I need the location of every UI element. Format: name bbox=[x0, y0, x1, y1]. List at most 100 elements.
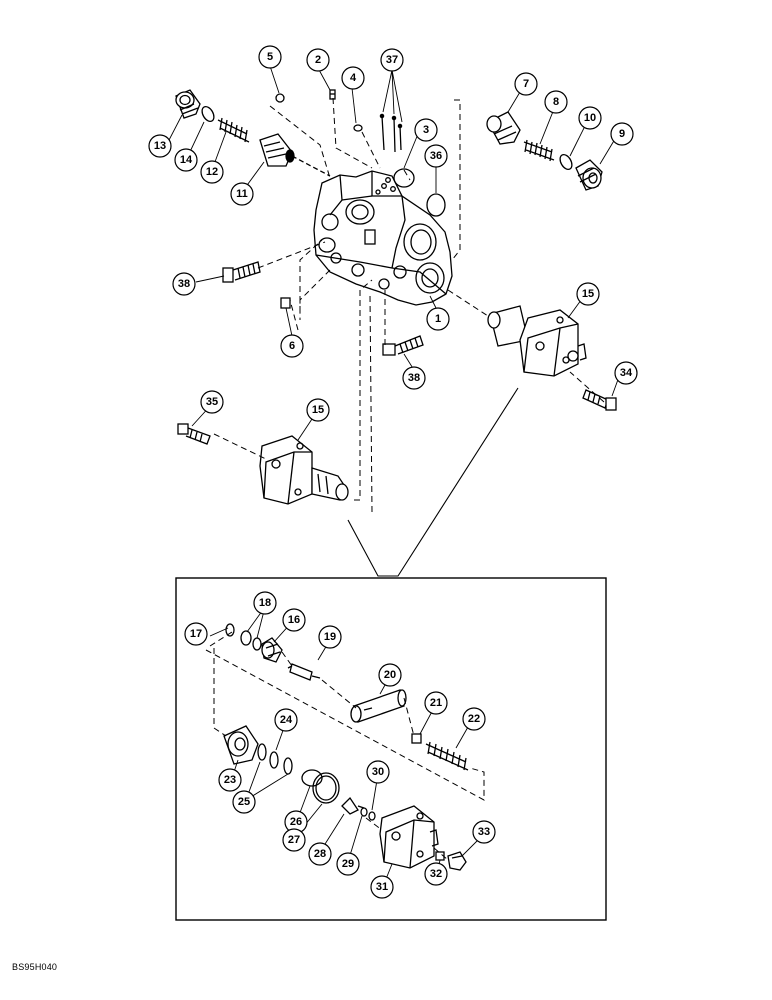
callout-numbers: 1 2 3 4 5 6 7 8 9 10 11 12 13 14 15 15 1… bbox=[154, 51, 633, 893]
callout-28 bbox=[308, 842, 332, 866]
callout-number-33: 33 bbox=[478, 826, 490, 838]
callout-number-15a: 15 bbox=[582, 288, 594, 300]
o-ring-25a bbox=[257, 743, 267, 761]
ring-29 bbox=[360, 807, 368, 817]
callout-18 bbox=[253, 591, 277, 615]
callout-number-26: 26 bbox=[290, 816, 302, 828]
o-ring-24 bbox=[269, 751, 279, 769]
callout-number-23: 23 bbox=[224, 774, 236, 786]
o-ring-18a bbox=[240, 630, 252, 646]
callout-number-14: 14 bbox=[180, 154, 193, 166]
callout-number-37: 37 bbox=[386, 54, 398, 66]
callout-2 bbox=[306, 48, 330, 72]
callout-number-13: 13 bbox=[154, 140, 166, 152]
callout-number-32: 32 bbox=[430, 868, 442, 880]
callout-number-10: 10 bbox=[584, 112, 596, 124]
plug-13 bbox=[175, 89, 201, 119]
detail-box bbox=[175, 577, 607, 921]
cap-23 bbox=[223, 725, 259, 765]
callout-number-6: 6 bbox=[289, 340, 295, 352]
callout-29 bbox=[336, 852, 360, 876]
callout-11 bbox=[230, 182, 254, 206]
ring-30 bbox=[368, 811, 376, 821]
piston-16 bbox=[261, 637, 283, 663]
assembly-lines bbox=[213, 97, 605, 513]
pin-19 bbox=[287, 663, 321, 681]
callout-number-29: 29 bbox=[342, 858, 354, 870]
callout-number-28: 28 bbox=[314, 848, 326, 860]
callout-37 bbox=[380, 48, 404, 72]
o-ring-27 bbox=[312, 772, 340, 804]
bolt-38b bbox=[382, 335, 424, 356]
spring-12 bbox=[217, 117, 250, 143]
callout-36 bbox=[424, 144, 448, 168]
callout-13 bbox=[148, 134, 172, 158]
bolt-35 bbox=[177, 423, 211, 445]
callout-number-4: 4 bbox=[350, 72, 357, 84]
callout-31 bbox=[370, 875, 394, 899]
callout-number-11: 11 bbox=[236, 188, 248, 200]
leader-lines bbox=[167, 65, 621, 441]
plug-6 bbox=[280, 297, 291, 309]
callout-number-12: 12 bbox=[206, 166, 218, 178]
callout-38a bbox=[172, 272, 196, 296]
callout-7 bbox=[514, 72, 538, 96]
plug-5 bbox=[275, 93, 285, 103]
callout-number-19: 19 bbox=[324, 631, 336, 643]
o-ring-14 bbox=[201, 105, 215, 123]
cap-nut-33 bbox=[447, 851, 467, 871]
o-ring-36 bbox=[426, 193, 446, 217]
callout-number-34: 34 bbox=[620, 367, 633, 379]
callout-number-27: 27 bbox=[288, 834, 300, 846]
spring-8 bbox=[523, 139, 555, 162]
callout-23 bbox=[218, 768, 242, 792]
cover-15-left bbox=[259, 435, 349, 505]
sleeve-20 bbox=[350, 689, 407, 723]
callout-number-8: 8 bbox=[553, 96, 559, 108]
callout-25 bbox=[232, 790, 256, 814]
callout-number-3: 3 bbox=[423, 124, 429, 136]
callout-number-35: 35 bbox=[206, 396, 218, 408]
o-ring-25b bbox=[283, 757, 293, 775]
callout-number-25: 25 bbox=[238, 796, 250, 808]
callout-1 bbox=[426, 307, 450, 331]
callout-number-16: 16 bbox=[288, 614, 300, 626]
callouts bbox=[148, 45, 638, 899]
plug-4 bbox=[353, 124, 363, 132]
callout-21 bbox=[424, 691, 448, 715]
o-ring-26 bbox=[301, 769, 323, 787]
callout-24 bbox=[274, 708, 298, 732]
callout-number-17: 17 bbox=[190, 628, 202, 640]
spool-7 bbox=[486, 111, 521, 145]
plug-9 bbox=[575, 159, 603, 191]
callout-9 bbox=[610, 122, 634, 146]
callout-number-36: 36 bbox=[430, 150, 442, 162]
fitting-2 bbox=[329, 89, 336, 100]
callout-number-7: 7 bbox=[523, 78, 529, 90]
callout-15a bbox=[576, 282, 600, 306]
o-ring-18b bbox=[252, 637, 262, 651]
callout-33 bbox=[472, 820, 496, 844]
callout-22 bbox=[462, 707, 486, 731]
callout-number-21: 21 bbox=[430, 697, 442, 709]
spool-11 bbox=[259, 133, 331, 177]
pins-37 bbox=[379, 113, 403, 153]
callout-3 bbox=[414, 118, 438, 142]
o-ring-17 bbox=[225, 623, 235, 637]
valve-body bbox=[313, 170, 453, 306]
cover-15-right bbox=[487, 305, 587, 377]
callout-number-1: 1 bbox=[435, 313, 441, 325]
callout-19 bbox=[318, 625, 342, 649]
callout-number-31: 31 bbox=[376, 881, 388, 893]
callout-14 bbox=[174, 148, 198, 172]
callout-16 bbox=[282, 608, 306, 632]
callout-number-30: 30 bbox=[372, 766, 384, 778]
callout-number-9: 9 bbox=[619, 128, 625, 140]
callout-number-38b: 38 bbox=[408, 372, 420, 384]
upper-assembly bbox=[167, 65, 621, 577]
callout-30 bbox=[366, 760, 390, 784]
callout-number-15b: 15 bbox=[312, 404, 324, 416]
bolt-34 bbox=[582, 389, 617, 411]
callout-6 bbox=[280, 334, 304, 358]
